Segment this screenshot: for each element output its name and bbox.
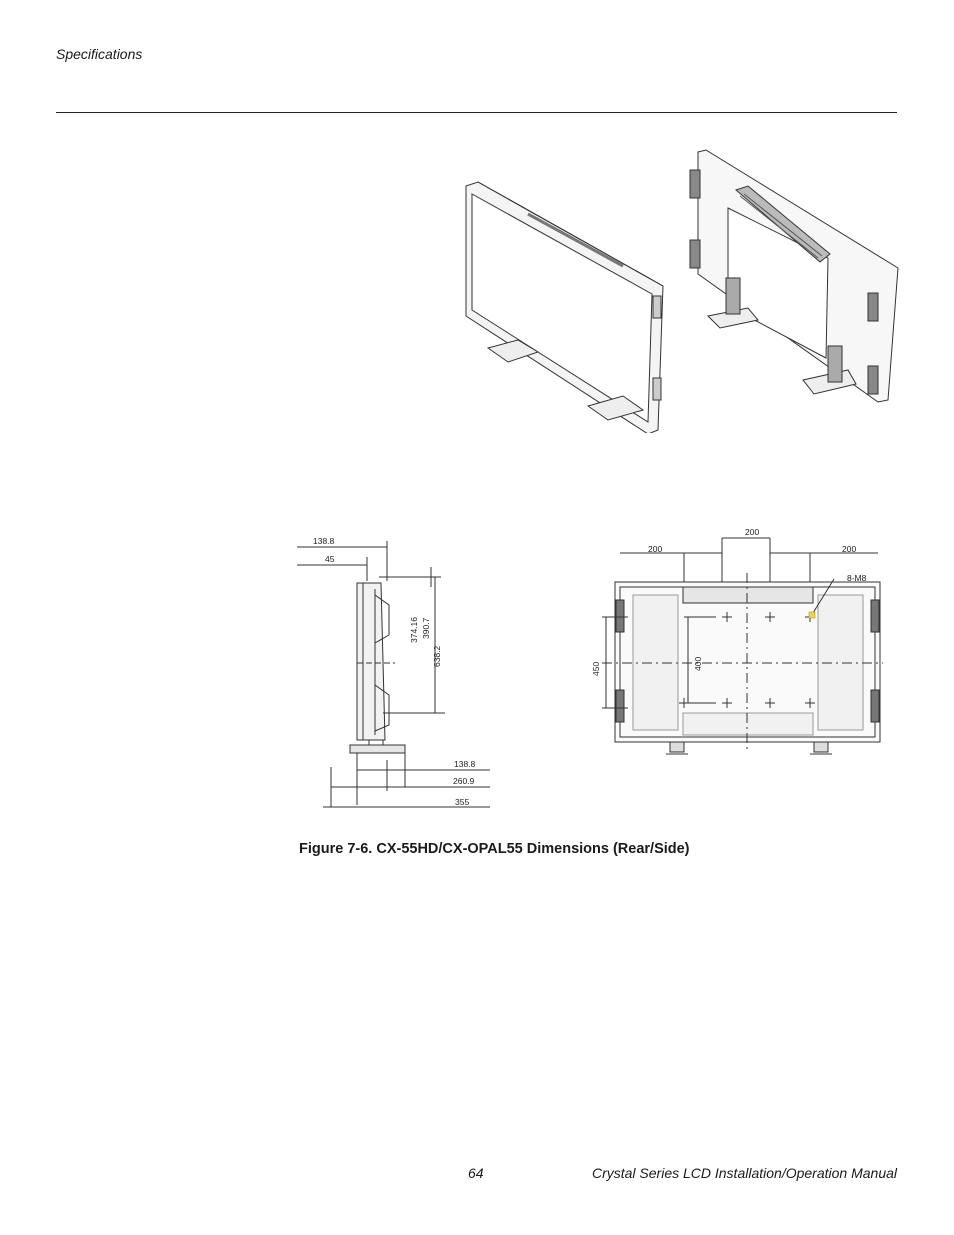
header-rule — [56, 112, 897, 113]
dim-base-a: 138.8 — [454, 759, 476, 769]
dim-top-depth: 138.8 — [313, 536, 335, 546]
page-number: 64 — [468, 1165, 484, 1181]
dim-inner-height: 400 — [693, 657, 703, 671]
rear-isometric-drawing — [689, 149, 899, 403]
dim-center-spacing: 200 — [745, 527, 759, 537]
dim-height-1: 374.16 — [409, 617, 419, 643]
side-view-diagram: 138.8 45 374.16 390.7 638.2 138.8 260.9 … — [295, 535, 500, 815]
screw-label: 8-M8 — [847, 573, 867, 583]
dim-top-offset: 45 — [325, 554, 335, 564]
dim-base-b: 260.9 — [453, 776, 475, 786]
figure-caption: Figure 7-6. CX-55HD/CX-OPAL55 Dimensions… — [299, 841, 690, 857]
dim-height-2: 390.7 — [421, 617, 431, 639]
rear-view-diagram: 200 200 200 8-M8 450 400 — [588, 525, 888, 765]
dim-left-spacing: 200 — [648, 544, 662, 554]
front-isometric-drawing — [465, 181, 664, 433]
isometric-views — [458, 148, 908, 433]
manual-title: Crystal Series LCD Installation/Operatio… — [591, 1165, 897, 1181]
dim-outer-height: 450 — [591, 662, 601, 676]
dim-right-spacing: 200 — [842, 544, 856, 554]
section-label: Specifications — [56, 46, 143, 62]
dim-height-3: 638.2 — [432, 645, 442, 667]
dim-base-c: 355 — [455, 797, 469, 807]
